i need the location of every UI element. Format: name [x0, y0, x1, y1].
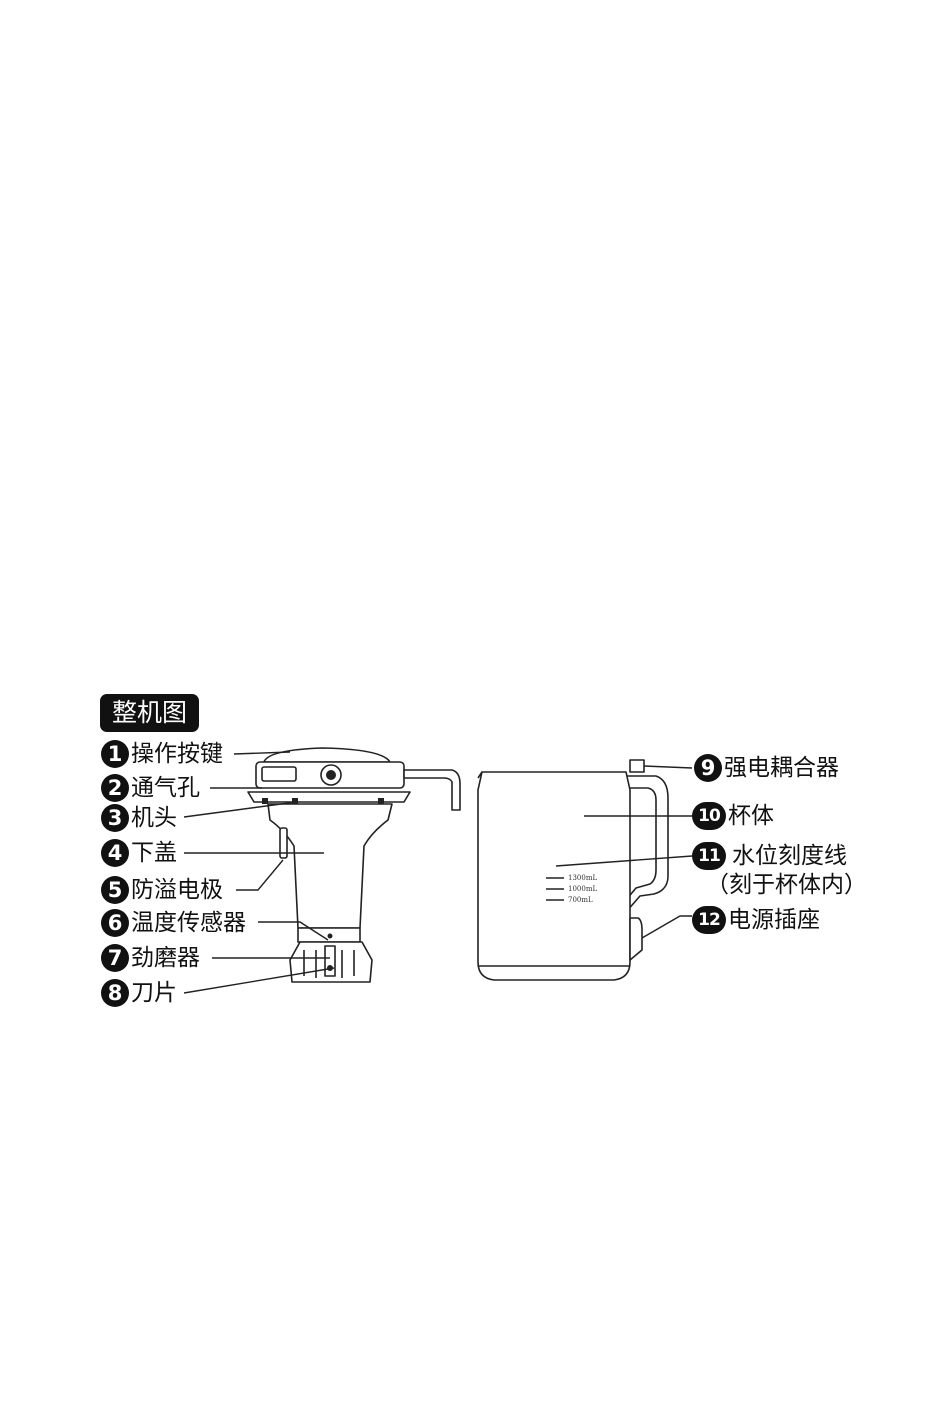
label-5: 5 防溢电极: [101, 873, 223, 907]
cup-body-drawing: [478, 760, 668, 980]
lower-cover: [268, 804, 392, 928]
scale-text-1300: 1300mL: [568, 874, 597, 882]
label-10-text: 杯体: [728, 801, 774, 831]
label-1-text: 操作按键: [131, 739, 223, 769]
label-12-number: 12: [692, 906, 726, 934]
label-7: 7 劲磨器: [101, 941, 200, 975]
label-10-number: 10: [692, 802, 726, 830]
label-9-text: 强电耦合器: [724, 753, 839, 783]
label-1-number: 1: [101, 740, 129, 768]
label-8: 8 刀片: [101, 976, 177, 1010]
scale-text-1000: 1000mL: [568, 885, 597, 893]
label-5-number: 5: [101, 876, 129, 904]
label-6-text: 温度传感器: [131, 908, 246, 938]
label-8-text: 刀片: [131, 978, 177, 1008]
control-button-cap: [264, 748, 390, 762]
head-spout: [404, 770, 460, 810]
head-rim: [248, 792, 410, 802]
label-11-text: 水位刻度线: [732, 841, 847, 871]
label-9: 9 强电耦合器: [694, 751, 839, 785]
label-4-number: 4: [101, 839, 129, 867]
label-4-text: 下盖: [131, 838, 177, 868]
label-10: 10 杯体: [692, 799, 774, 833]
label-2: 2 通气孔: [101, 771, 200, 805]
machine-head-drawing: [248, 748, 460, 982]
label-9-number: 9: [694, 754, 722, 782]
label-2-text: 通气孔: [131, 773, 200, 803]
label-12-text: 电源插座: [728, 905, 820, 935]
label-6: 6 温度传感器: [101, 906, 246, 940]
label-2-number: 2: [101, 774, 129, 802]
label-3-text: 机头: [131, 803, 177, 833]
label-12: 12 电源插座: [692, 903, 820, 937]
label-7-text: 劲磨器: [131, 943, 200, 973]
cup-shell: [478, 772, 630, 980]
label-3: 3 机头: [101, 801, 177, 835]
scale-text-700: 700mL: [568, 896, 593, 904]
label-11: 11 水位刻度线: [692, 839, 847, 873]
label-1: 1 操作按键: [101, 737, 223, 771]
leader-12: [642, 916, 692, 938]
leader-5: [236, 860, 283, 890]
leader-9: [644, 766, 692, 768]
label-3-number: 3: [101, 804, 129, 832]
power-coupler: [630, 760, 644, 772]
label-8-number: 8: [101, 979, 129, 1007]
label-7-number: 7: [101, 944, 129, 972]
label-11-note: （刻于杯体内）: [706, 870, 867, 900]
diagram-title: 整机图: [100, 694, 199, 732]
label-4: 4 下盖: [101, 836, 177, 870]
label-6-number: 6: [101, 909, 129, 937]
label-11-number: 11: [692, 842, 726, 870]
label-5-text: 防溢电极: [131, 875, 223, 905]
power-socket: [630, 918, 642, 960]
